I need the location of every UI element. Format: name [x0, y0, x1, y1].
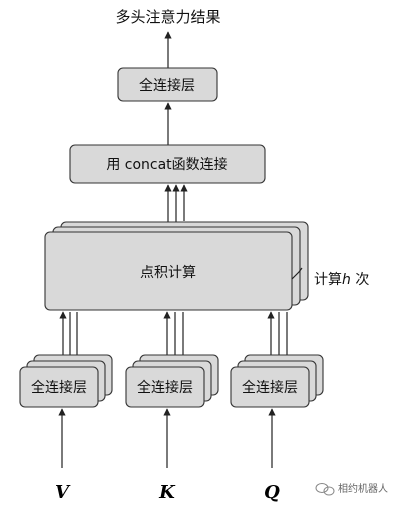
- repeat-label-prefix: 计算: [314, 272, 342, 288]
- fc-k-stack: 全连接层: [125, 354, 219, 408]
- fc-q-box-front: [230, 366, 310, 408]
- fc-q-stack: 全连接层: [230, 354, 324, 408]
- input-q-label: Q: [264, 482, 280, 503]
- watermark: 相约机器人: [315, 482, 388, 496]
- fc-top-box: [117, 67, 218, 102]
- fc-top-block: 全连接层: [117, 67, 218, 102]
- fc-k-box-front: [125, 366, 205, 408]
- dot-product-stack: 点积计算: [44, 221, 309, 311]
- fc-v-box-front: [19, 366, 99, 408]
- fc-q-label: 全连接层: [242, 379, 298, 396]
- concat-label: 用 concat函数连接: [106, 156, 227, 173]
- input-v-label: V: [55, 482, 71, 503]
- concat-box: [69, 144, 266, 184]
- fc-v-label: 全连接层: [31, 379, 87, 396]
- fc-k-label: 全连接层: [137, 379, 193, 396]
- dot-product-label: 点积计算: [140, 265, 196, 281]
- chat-bubble-icon: [315, 483, 335, 496]
- output-title: 多头注意力结果: [115, 8, 220, 26]
- dot-product-box-front: [44, 231, 293, 311]
- concat-block: 用 concat函数连接: [69, 144, 266, 184]
- repeat-label-suffix: 次: [351, 272, 369, 288]
- input-k-label: K: [158, 482, 176, 503]
- watermark-text: 相约机器人: [338, 482, 388, 495]
- fc-v-stack: 全连接层: [19, 354, 113, 408]
- repeat-label-var: h: [342, 272, 351, 288]
- repeat-brace: [291, 267, 303, 280]
- fc-top-label: 全连接层: [139, 77, 195, 94]
- repeat-label: 计算h 次: [314, 272, 369, 288]
